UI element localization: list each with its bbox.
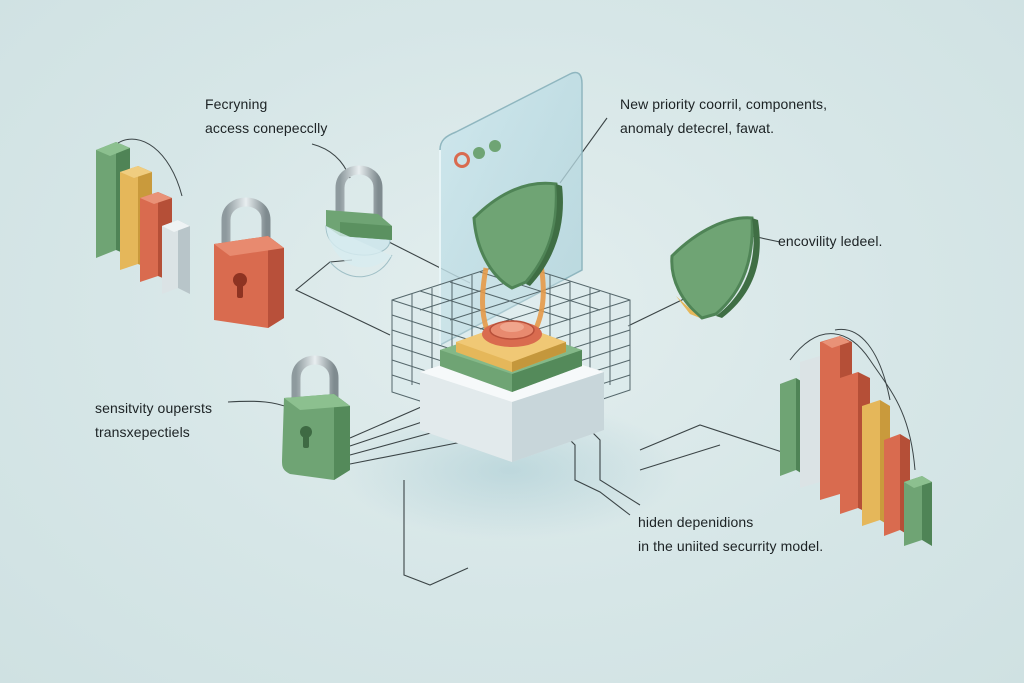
chip-icon [440, 259, 582, 392]
padlock-icon [214, 197, 284, 328]
label-top-left-line2: access conepecclly [205, 120, 328, 136]
label-bottom-line2: in the uniited securrity model. [638, 538, 824, 554]
label-bottom-line1: hiden depenidions [638, 514, 754, 530]
label-top-left: Fecryning access conepecclly [205, 92, 327, 140]
padlock-icon [325, 165, 393, 278]
label-left-line1: sensitvity oupersts [95, 400, 213, 416]
padlock-icon [282, 355, 350, 480]
label-right: encovility ledeel. [778, 229, 883, 253]
shield-icon [670, 216, 760, 320]
label-left: sensitvity oupersts transxepectiels [95, 396, 212, 444]
label-top-right-line2: anomaly detecrel, fawat. [620, 120, 775, 136]
label-top-right-line1: New priority coorril, components, [620, 96, 828, 112]
label-right-line1: encovility ledeel. [778, 233, 883, 249]
shield-icon [472, 181, 563, 290]
label-left-line2: transxepectiels [95, 424, 190, 440]
label-top-left-line1: Fecryning [205, 96, 268, 112]
label-bottom: hiden depenidions in the uniited securri… [638, 510, 823, 558]
label-top-right: New priority coorril, components, anomal… [620, 92, 827, 140]
bar-chart-icon [780, 328, 932, 546]
bar-chart-icon [96, 138, 190, 294]
